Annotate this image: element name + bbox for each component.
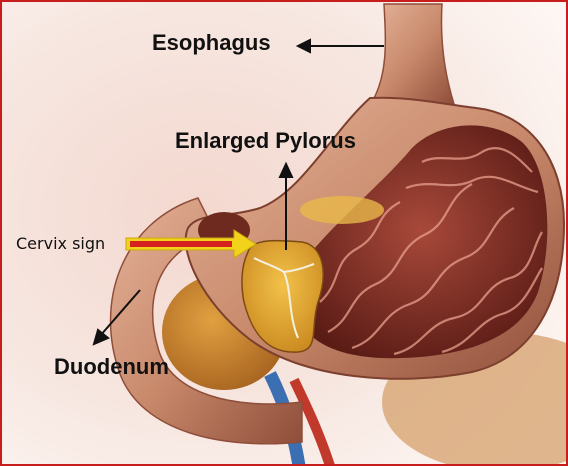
omentum-fat <box>300 196 384 224</box>
cervix-sign-label: Cervix sign <box>16 234 105 253</box>
enlarged-pylorus-label: Enlarged Pylorus <box>175 128 356 154</box>
esophagus-tube <box>372 4 454 104</box>
esophagus-label: Esophagus <box>152 30 271 56</box>
duodenum-label: Duodenum <box>54 354 169 380</box>
